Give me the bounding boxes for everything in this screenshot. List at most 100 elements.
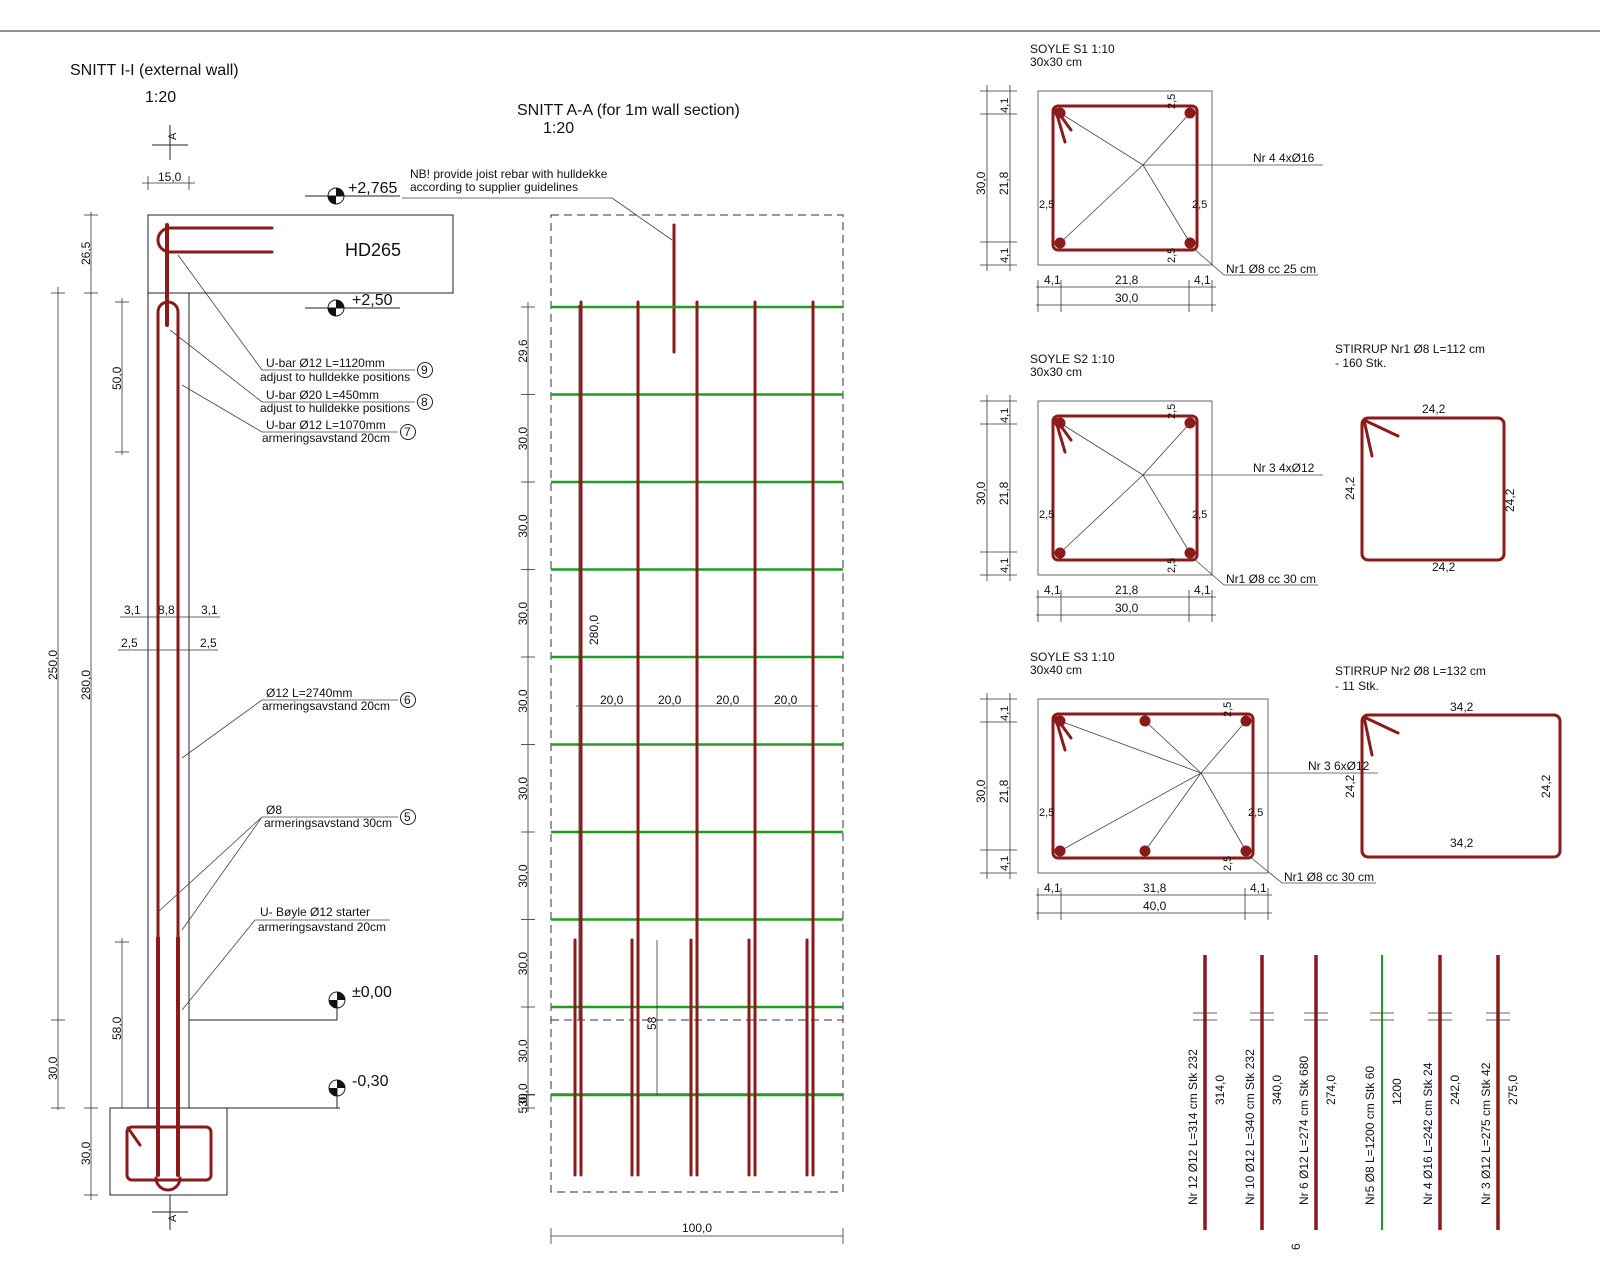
schedule-label: Nr 4 Ø16 L=242 cm Stk 24 — [1421, 1062, 1435, 1205]
dim-width: 100,0 — [682, 1221, 712, 1235]
schedule-bar: Nr 3 Ø12 L=275 cm Stk 42 275,0 — [1479, 955, 1520, 1230]
stirrup-details: STIRRUP Nr1 Ø8 L=112 cm - 160 Stk. 24,2 … — [1335, 342, 1562, 859]
snitt-a-section: SNITT A-A (for 1m wall section) 1:20 NB!… — [402, 102, 844, 1244]
level-030: -0,30 — [352, 1073, 389, 1090]
column-title: SOYLE S2 1:10 — [1030, 352, 1115, 366]
svg-text:2,5: 2,5 — [1222, 702, 1234, 717]
column-title: SOYLE S3 1:10 — [1030, 650, 1115, 664]
svg-text:2,5: 2,5 — [1248, 807, 1263, 819]
spacing-label: 30,0 — [516, 602, 530, 626]
snitt-i-callouts: U-bar Ø12 L=1120mm adjust to hulldekke p… — [157, 254, 433, 1011]
svg-text:4,1: 4,1 — [1044, 273, 1061, 287]
svg-text:24,2: 24,2 — [1343, 476, 1357, 500]
snitt-i-title: SNITT I-I (external wall) — [70, 62, 239, 79]
svg-text:5: 5 — [404, 810, 411, 824]
level-2765: +2,765 — [348, 180, 397, 197]
svg-text:4,1: 4,1 — [999, 558, 1011, 573]
column-size: 30x30 cm — [1030, 365, 1082, 379]
spacing-label: 30,0 — [516, 864, 530, 888]
spacing-label: 30,0 — [516, 427, 530, 451]
schedule-label: Nr 3 Ø12 L=275 cm Stk 42 — [1479, 1062, 1493, 1205]
main-bar-dot — [1184, 237, 1196, 249]
svg-text:3,1: 3,1 — [201, 603, 218, 617]
spacing-label: 30,0 — [516, 1039, 530, 1063]
column-outline — [1037, 698, 1269, 874]
svg-text:2,5: 2,5 — [1192, 199, 1207, 211]
svg-text:3,1: 3,1 — [124, 603, 141, 617]
column-main-bar: Nr 4 4xØ16 — [1253, 151, 1315, 165]
stirrup-1-qty: - 160 Stk. — [1335, 356, 1386, 370]
sheet-number: 6 — [1289, 1243, 1303, 1250]
svg-text:armeringsavstand 30cm: armeringsavstand 30cm — [264, 816, 392, 830]
svg-text:6: 6 — [404, 693, 411, 707]
svg-text:U-bar Ø12 L=1070mm: U-bar Ø12 L=1070mm — [266, 418, 386, 432]
main-bar-dot — [1054, 237, 1066, 249]
schedule-length: 275,0 — [1506, 1075, 1520, 1105]
svg-text:2,5: 2,5 — [1039, 199, 1054, 211]
svg-text:24,2: 24,2 — [1343, 774, 1357, 798]
svg-text:8,8: 8,8 — [158, 603, 175, 617]
spacing-label: 30,0 — [516, 777, 530, 801]
wall-section-outline — [550, 214, 844, 1193]
svg-text:2,5: 2,5 — [121, 636, 138, 650]
svg-text:adjust to hulldekke positions: adjust to hulldekke positions — [260, 401, 410, 415]
level-markers: +2,765 +2,50 ±0,00 -0,30 — [189, 180, 400, 1109]
schedule-length: 242,0 — [1448, 1075, 1462, 1105]
svg-text:U- Bøyle Ø12 starter: U- Bøyle Ø12 starter — [260, 905, 370, 919]
schedule-length: 340,0 — [1270, 1075, 1284, 1105]
column-main-bar: Nr 3 6xØ12 — [1308, 759, 1370, 773]
svg-text:4,1: 4,1 — [1194, 273, 1211, 287]
svg-text:2,5: 2,5 — [200, 636, 217, 650]
main-bar-dot — [1054, 107, 1066, 119]
svg-text:21,8: 21,8 — [997, 779, 1011, 803]
snitt-a-note-1: NB! provide joist rebar with hulldekke — [410, 167, 608, 181]
footing-stirrup — [125, 1125, 213, 1182]
svg-text:20,0: 20,0 — [600, 693, 624, 707]
slab-label: HD265 — [345, 240, 401, 260]
svg-text:4,1: 4,1 — [999, 408, 1011, 423]
svg-text:4,1: 4,1 — [1250, 881, 1267, 895]
svg-text:7: 7 — [404, 425, 411, 439]
svg-text:armeringsavstand 20cm: armeringsavstand 20cm — [258, 920, 386, 934]
stirrup-2-shape — [1360, 713, 1562, 859]
schedule-label: Nr 6 Ø12 L=274 cm Stk 680 — [1297, 1056, 1311, 1205]
stirrup-1-shape — [1360, 416, 1506, 562]
dim-lap: 58 — [645, 1016, 659, 1030]
dim-top-width: 15,0 — [158, 170, 182, 184]
dim-50: 50,0 — [110, 366, 124, 390]
wall-outline — [147, 292, 190, 1109]
snitt-i-section: SNITT I-I (external wall) 1:20 A A 15,0 … — [46, 62, 454, 1230]
snitt-a-scale: 1:20 — [543, 120, 574, 137]
spacing-label: 30,0 — [516, 1083, 530, 1107]
snitt-i-scale: 1:20 — [145, 89, 176, 106]
svg-text:20,0: 20,0 — [716, 693, 740, 707]
svg-text:4,1: 4,1 — [999, 248, 1011, 263]
dim-30-lower: 30,0 — [46, 1056, 60, 1080]
main-bar-dot — [1139, 715, 1151, 727]
svg-text:2,5: 2,5 — [1166, 558, 1178, 573]
main-bar-dot — [1184, 417, 1196, 429]
svg-text:40,0: 40,0 — [1143, 899, 1167, 913]
svg-text:2,5: 2,5 — [1039, 509, 1054, 521]
svg-text:24,2: 24,2 — [1422, 402, 1446, 416]
svg-text:30,0: 30,0 — [974, 779, 988, 803]
svg-text:8: 8 — [421, 395, 428, 409]
schedule-label: Nr 10 Ø12 L=340 cm Stk 232 — [1243, 1049, 1257, 1205]
stirrup-2-title: STIRRUP Nr2 Ø8 L=132 cm — [1335, 664, 1486, 678]
stirrup-2-qty: - 11 Stk. — [1335, 679, 1379, 693]
svg-text:adjust to hulldekke positions: adjust to hulldekke positions — [260, 370, 410, 384]
column-outline — [1037, 400, 1213, 576]
svg-text:21,8: 21,8 — [997, 171, 1011, 195]
column-size: 30x30 cm — [1030, 55, 1082, 69]
schedule-label: Nr 12 Ø12 L=314 cm Stk 232 — [1186, 1049, 1200, 1205]
dim-26-5: 26,5 — [79, 241, 93, 265]
level-000: ±0,00 — [352, 984, 392, 1001]
main-bar-dot — [1054, 417, 1066, 429]
spacing-label: 30,0 — [516, 514, 530, 538]
svg-text:20,0: 20,0 — [774, 693, 798, 707]
